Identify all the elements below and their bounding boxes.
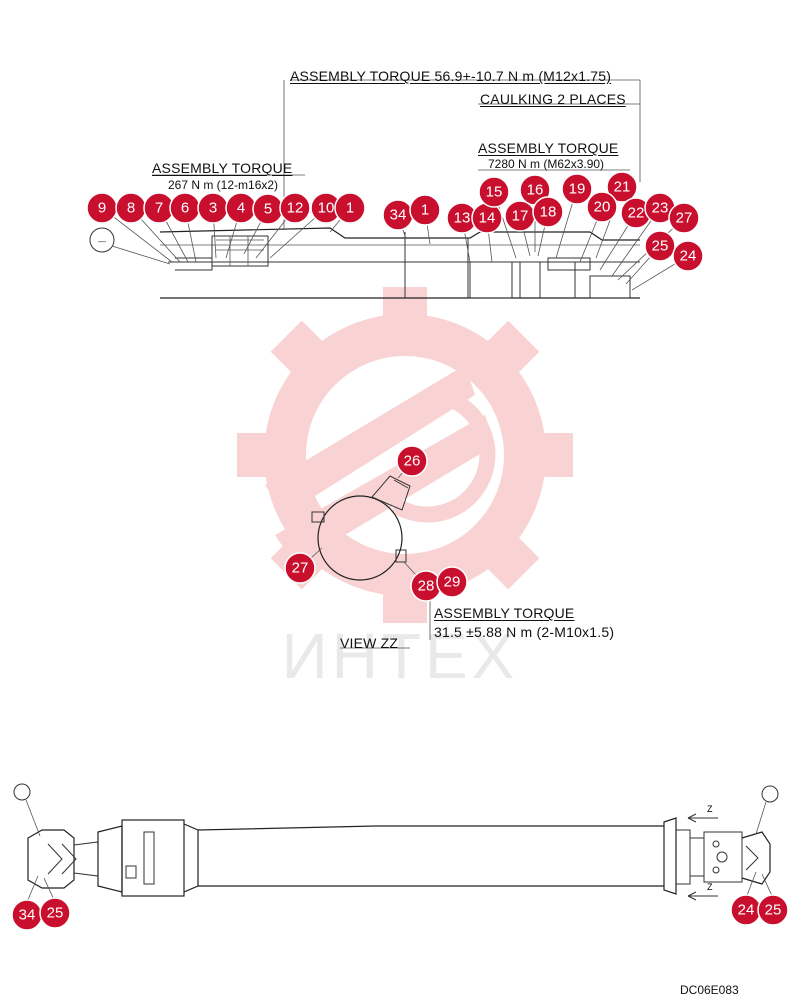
callout-c24a[interactable]: 24	[672, 240, 704, 272]
callout-c9[interactable]: 9	[86, 192, 118, 224]
note-head-torque-value: 267 N m (12-m16x2)	[168, 178, 279, 192]
note-clamp-torque-title: ASSEMBLY TORQUE	[434, 605, 575, 621]
callout-c1b[interactable]: 1	[409, 194, 441, 226]
callout-c6[interactable]: 6	[169, 192, 201, 224]
callout-label: 9	[98, 200, 106, 217]
callout-label: 6	[181, 200, 189, 217]
callout-label: 29	[444, 574, 461, 591]
callout-c14[interactable]: 14	[471, 202, 503, 234]
callout-label: 25	[765, 902, 782, 919]
callout-c25a[interactable]: 25	[644, 230, 676, 262]
callout-label: 27	[292, 560, 309, 577]
callout-c24b[interactable]: 24	[730, 894, 762, 926]
callout-label: 7	[155, 200, 163, 217]
callout-label: 34	[390, 207, 407, 224]
callout-label: 18	[540, 204, 557, 221]
callout-label: 26	[404, 453, 421, 470]
callout-c4[interactable]: 4	[225, 192, 257, 224]
callout-c26[interactable]: 26	[396, 445, 428, 477]
callout-label: 14	[479, 210, 496, 227]
callout-label: 3	[209, 200, 217, 217]
callout-label: 20	[594, 199, 611, 216]
callout-c23[interactable]: 23	[644, 192, 676, 224]
callout-c1a[interactable]: 1	[334, 192, 366, 224]
callout-c25b[interactable]: 25	[39, 897, 71, 929]
callout-label: 12	[287, 200, 304, 217]
callout-c27a[interactable]: 27	[668, 202, 700, 234]
callout-label: 10	[318, 200, 335, 217]
view-arrow-z-top: Z	[707, 804, 713, 814]
section-mark-icon: —	[98, 237, 106, 246]
callout-c5[interactable]: 5	[252, 193, 284, 225]
callout-label: 24	[680, 248, 697, 265]
callout-label: 21	[614, 179, 631, 196]
callout-c17[interactable]: 17	[504, 200, 536, 232]
callout-label: 13	[454, 210, 471, 227]
callout-label: 5	[264, 201, 272, 218]
callout-c34a[interactable]: 34	[382, 199, 414, 231]
callout-c8[interactable]: 8	[115, 192, 147, 224]
note-torque-tie-rod: ASSEMBLY TORQUE 56.9+-10.7 N m (M12x1.75…	[290, 68, 612, 84]
note-caulking: CAULKING 2 PLACES	[480, 91, 626, 107]
callout-label: 19	[569, 181, 586, 198]
callout-c3[interactable]: 3	[197, 192, 229, 224]
callout-c29[interactable]: 29	[436, 566, 468, 598]
callout-label: 8	[127, 200, 135, 217]
callout-label: 4	[237, 200, 245, 217]
callout-label: 34	[19, 907, 36, 924]
callout-label: 17	[512, 208, 529, 225]
callout-c18[interactable]: 18	[532, 196, 564, 228]
view-arrow-z-bottom: Z	[707, 882, 713, 892]
callout-c21[interactable]: 21	[606, 171, 638, 203]
note-gland-torque-value: 7280 N m (M62x3.90)	[488, 157, 605, 171]
drawing-code: DC06E083	[680, 983, 739, 997]
callout-c12[interactable]: 12	[279, 192, 311, 224]
callout-c25c[interactable]: 25	[757, 894, 789, 926]
callout-c15[interactable]: 15	[478, 176, 510, 208]
callout-c13[interactable]: 13	[446, 202, 478, 234]
callout-label: 1	[346, 200, 354, 217]
callout-label: 25	[652, 238, 669, 255]
callout-c28[interactable]: 28	[410, 570, 442, 602]
callout-label: 24	[738, 902, 755, 919]
callout-label: 1	[421, 202, 429, 219]
callout-c20[interactable]: 20	[586, 191, 618, 223]
note-head-torque-title: ASSEMBLY TORQUE	[152, 160, 293, 176]
callout-c22[interactable]: 22	[620, 197, 652, 229]
callout-label: 15	[486, 184, 503, 201]
callout-c34b[interactable]: 34	[11, 899, 43, 931]
callout-label: 23	[652, 200, 669, 217]
note-gland-torque-title: ASSEMBLY TORQUE	[478, 140, 619, 156]
callout-c27b[interactable]: 27	[284, 552, 316, 584]
callout-label: 28	[418, 578, 435, 595]
callout-label: 25	[47, 905, 64, 922]
callout-label: 16	[527, 182, 544, 199]
callout-label: 27	[676, 210, 693, 227]
top-section-view: —	[89, 79, 689, 299]
full-cylinder-view: Z Z	[13, 783, 779, 903]
callout-label: 22	[628, 205, 645, 222]
callout-c19[interactable]: 19	[561, 173, 593, 205]
view-zz-label: VIEW ZZ	[340, 635, 399, 651]
note-clamp-torque-value: 31.5 ±5.88 N m (2-M10x1.5)	[434, 624, 615, 640]
watermark-text: ИНТЕХ	[282, 620, 519, 692]
